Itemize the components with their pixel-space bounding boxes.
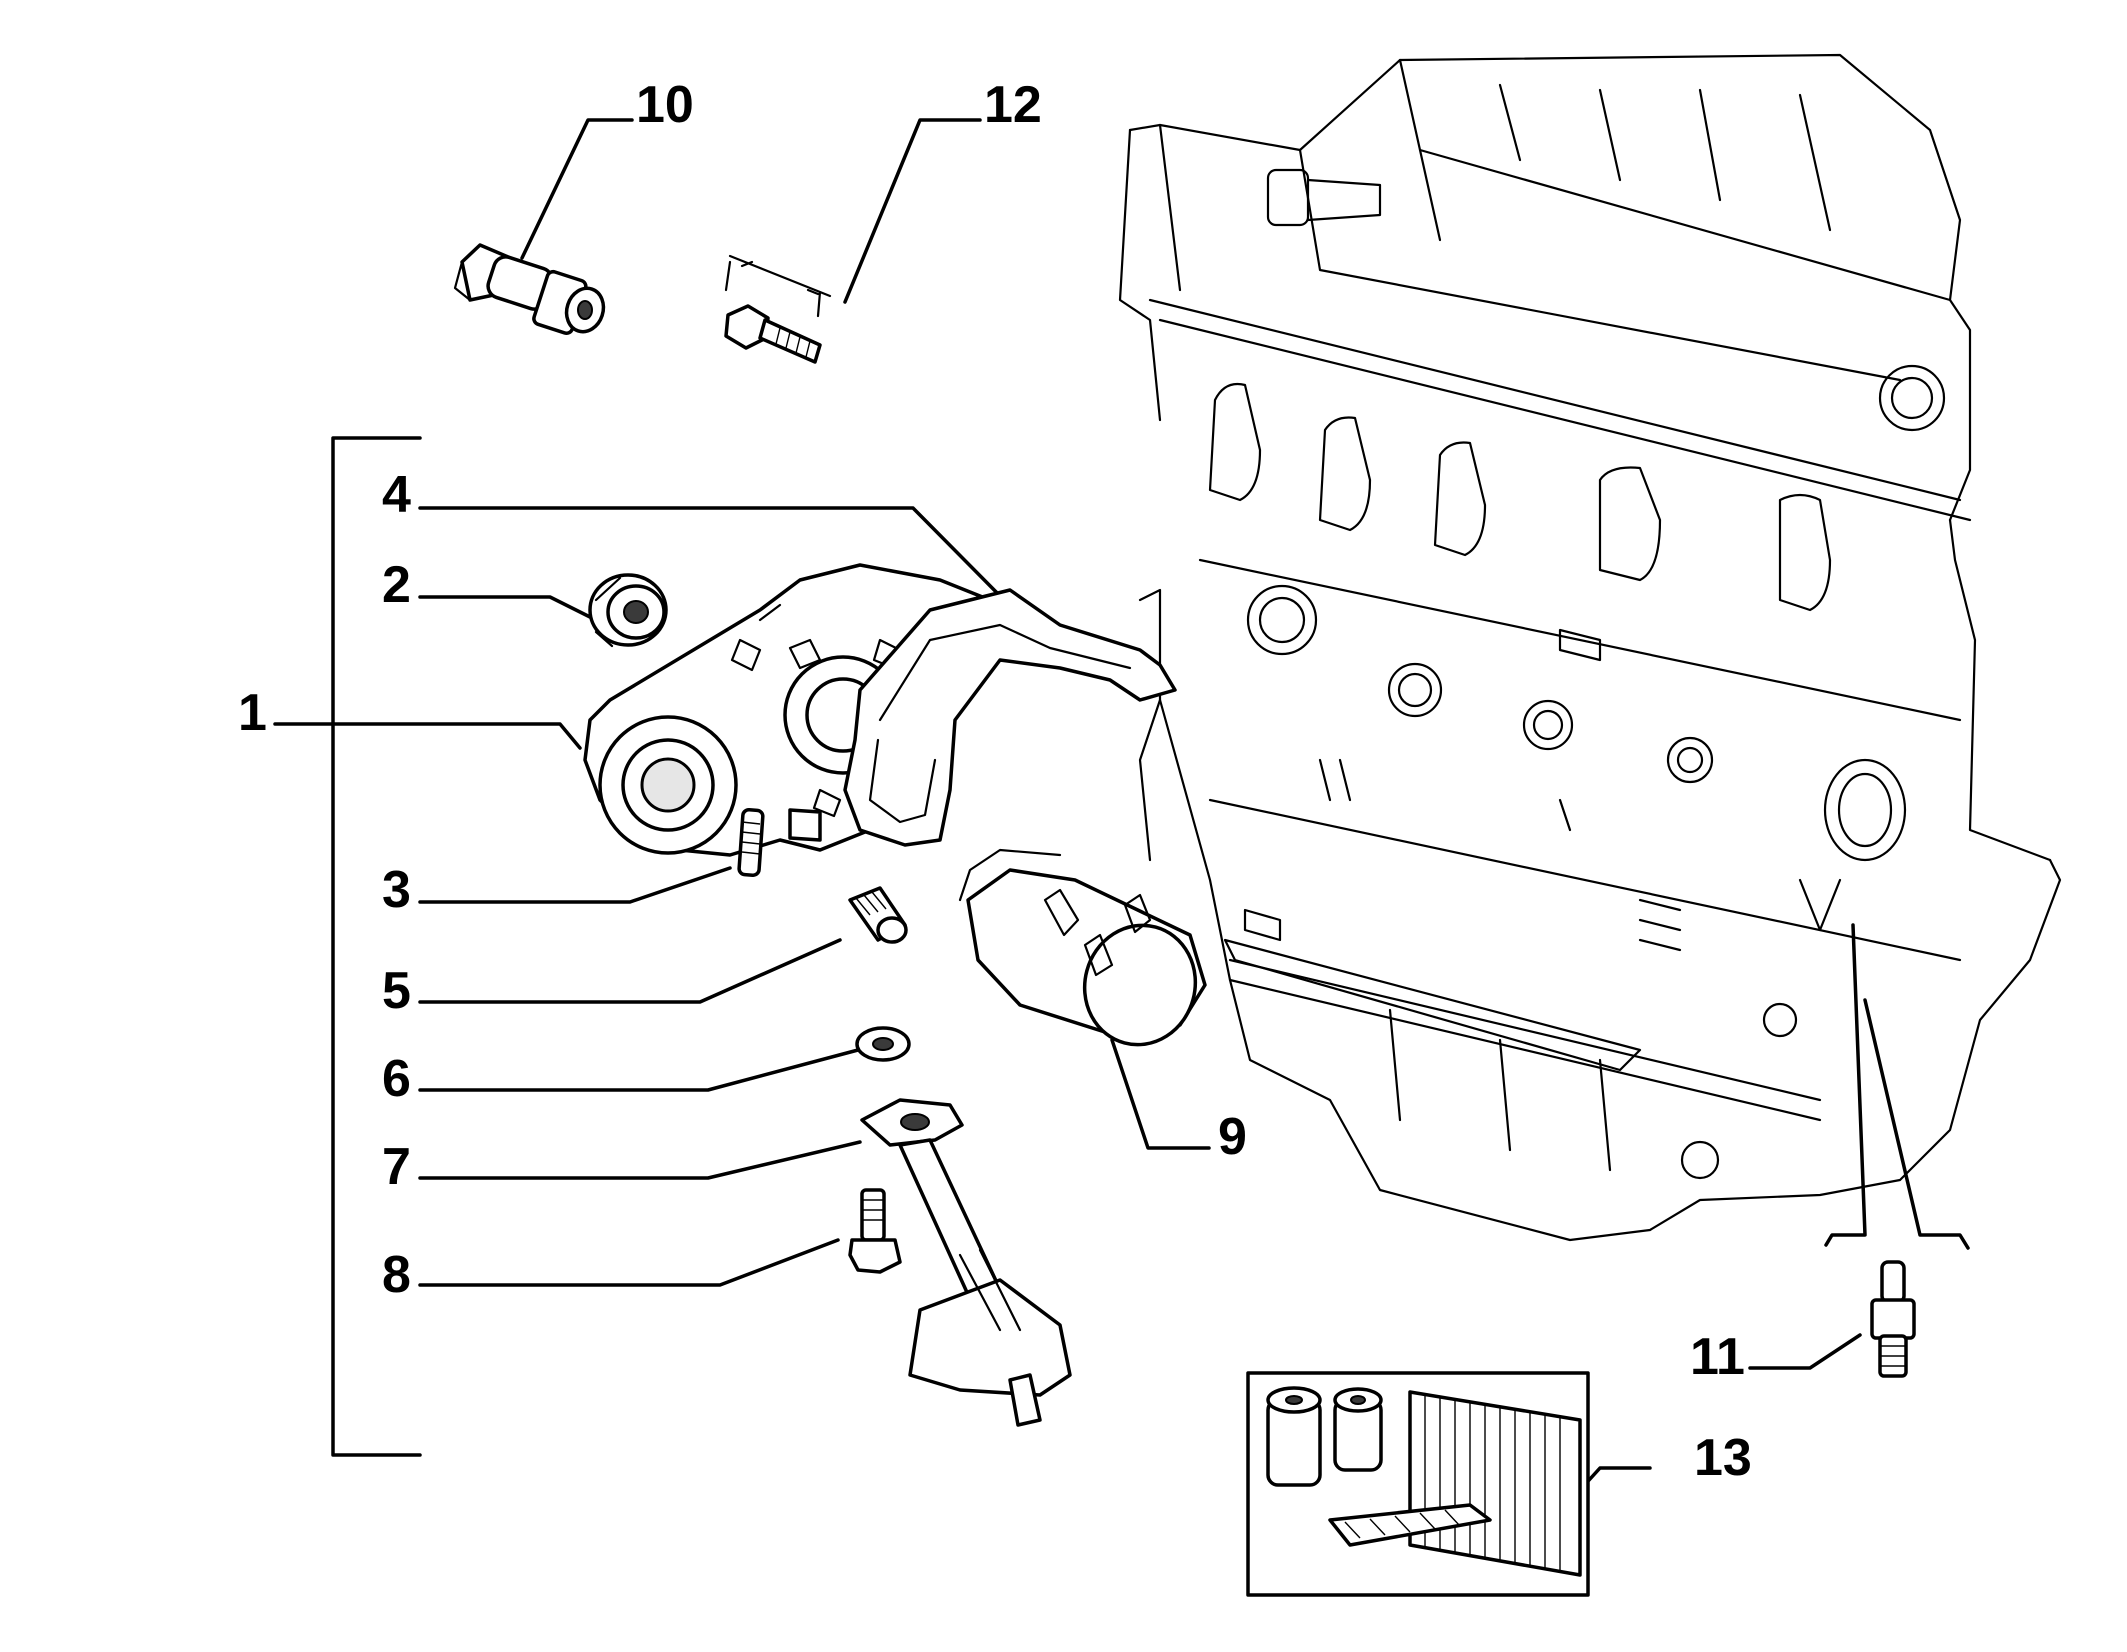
leader-10	[520, 118, 634, 260]
leader-4	[418, 506, 1014, 610]
leader-5	[418, 938, 842, 1004]
leader-9	[1110, 1038, 1211, 1150]
part-3-stud	[737, 808, 765, 877]
leader-2	[418, 595, 602, 624]
part-2-oil-seal	[588, 573, 668, 648]
callout-label: 13	[1694, 1429, 1752, 1487]
leader-3	[418, 866, 732, 904]
part-1-oil-pump	[583, 563, 1177, 857]
callout-label: 3	[382, 861, 411, 919]
callout-label: 6	[382, 1050, 411, 1108]
callout-label: 1	[238, 684, 267, 742]
part-9-oil-filter	[958, 848, 1207, 1047]
leader-7	[418, 1140, 862, 1180]
callout-label: 4	[382, 466, 411, 524]
kit-oil-filter-2	[1333, 1387, 1383, 1472]
callout-label: 10	[636, 76, 694, 134]
callout-label: 8	[382, 1246, 411, 1304]
part-5-plug-screw	[848, 886, 908, 944]
engine-block	[1118, 53, 2062, 1242]
callout-label: 5	[382, 962, 411, 1020]
kit-cabin-filter	[1328, 1503, 1492, 1547]
callout-label: 11	[1690, 1328, 1745, 1386]
leader-6	[418, 1048, 860, 1092]
leader-11	[1748, 1333, 1862, 1370]
part-13-filter-kit	[1246, 1371, 1590, 1597]
leader-8	[418, 1238, 840, 1287]
kit-air-filter-panel	[1408, 1390, 1582, 1577]
part-7-oil-strainer	[860, 1098, 1072, 1427]
part-6-washer	[855, 1026, 911, 1062]
leader-13	[1578, 1466, 1652, 1492]
callout-label: 2	[382, 556, 411, 614]
part-11-spark-plug	[1870, 1260, 1916, 1378]
part-8-bolt	[848, 1188, 902, 1274]
leader-12	[843, 118, 982, 304]
leader-11-fork	[1824, 923, 1970, 1250]
callout-label: 9	[1218, 1108, 1247, 1166]
part-10-oil-pressure-sensor	[453, 243, 606, 335]
part-12-bolt	[724, 254, 832, 364]
callout-label: 12	[984, 76, 1042, 134]
kit-oil-filter-1	[1266, 1386, 1322, 1487]
callout-label: 7	[382, 1138, 411, 1196]
leader-1	[273, 722, 582, 750]
group-bracket	[331, 436, 422, 1457]
